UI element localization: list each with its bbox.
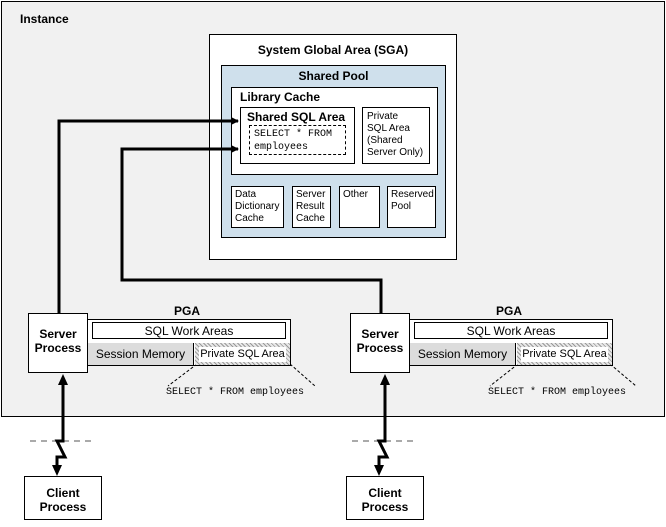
instance-label: Instance [20, 12, 69, 26]
library-cache-label: Library Cache [240, 90, 321, 104]
right-server-process-box: Server Process [350, 313, 410, 373]
left-pga-label: PGA [174, 304, 201, 318]
left-client-server-link [52, 374, 68, 476]
other-box: Other [339, 186, 380, 228]
right-client-process-box: Client Process [346, 476, 424, 520]
right-client-server-link [374, 374, 390, 476]
right-sql-text: SELECT * FROM employees [488, 387, 627, 398]
shared-sql-area-label: Shared SQL Area [247, 110, 346, 124]
right-private-sql-area: Private SQL Area [521, 347, 608, 362]
left-session-memory: Session Memory [88, 343, 194, 365]
right-session-memory: Session Memory [410, 343, 516, 365]
private-sql-area-shared-server: Private SQL Area (Shared Server Only) [362, 107, 430, 164]
left-server-process-box: Server Process [28, 313, 88, 373]
left-sql-work-areas: SQL Work Areas [92, 322, 286, 339]
server-result-cache-box: Server Result Cache [292, 186, 331, 228]
shared-sql-statement: SELECT * FROM employees [249, 125, 346, 155]
left-server-to-shared-sql-arrow [57, 117, 239, 313]
sga-label: System Global Area (SGA) [257, 43, 409, 57]
left-private-sql-area: Private SQL Area [199, 347, 286, 362]
data-dictionary-cache-box: Data Dictionary Cache [231, 186, 284, 228]
right-pga-label: PGA [496, 304, 523, 318]
shared-pool-label: Shared Pool [298, 69, 369, 83]
reserved-pool-box: Reserved Pool [387, 186, 436, 228]
left-client-process-box: Client Process [24, 476, 102, 520]
left-sql-text: SELECT * FROM employees [166, 387, 305, 398]
right-server-to-shared-sql-arrow [120, 145, 383, 313]
right-sql-work-areas: SQL Work Areas [414, 322, 608, 339]
